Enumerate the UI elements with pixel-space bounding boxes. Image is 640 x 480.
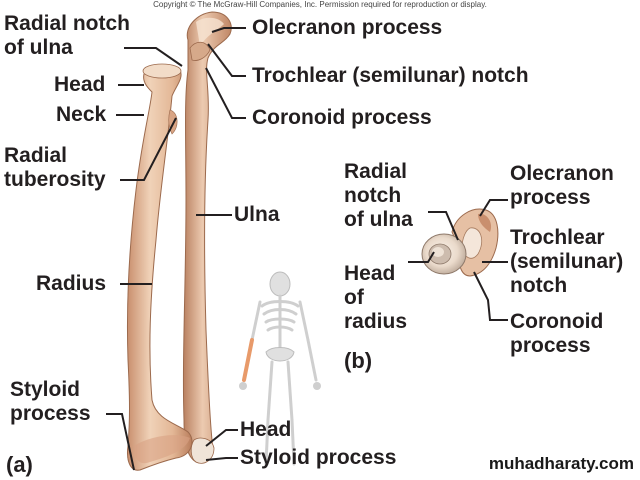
panel-b-leader-lines <box>408 199 508 321</box>
label-styloid-process-radius: Styloid process <box>10 378 91 426</box>
label-styloid-process-ulna: Styloid process <box>240 446 397 469</box>
skeleton-forearm-highlight <box>242 338 254 382</box>
label-line: process <box>510 186 591 209</box>
label-line: Radial notch <box>4 12 131 35</box>
label-line: notch <box>344 184 402 207</box>
label-line: Radial <box>4 144 68 167</box>
panel-b-tag: (b) <box>344 348 373 373</box>
label-line: Coronoid <box>510 310 604 333</box>
panel-a-tag: (a) <box>6 452 33 477</box>
label-line: Trochlear <box>510 226 605 249</box>
label-line: Olecranon <box>510 162 614 185</box>
label-line: Styloid <box>10 378 81 401</box>
label-radial-tuberosity: Radial tuberosity <box>4 144 106 192</box>
skeleton-thumbnail <box>250 271 318 466</box>
radius-bone <box>126 64 193 471</box>
label-line: process <box>10 402 91 425</box>
label-b-olecranon: Olecranon process <box>510 162 614 210</box>
ulna-bone <box>182 11 232 464</box>
label-trochlear-notch: Trochlear (semilunar) notch <box>252 64 529 87</box>
watermark: muhadharaty.com <box>488 454 634 473</box>
label-head-radius: Head <box>54 73 106 96</box>
label-line: (semilunar) <box>510 250 624 273</box>
label-radius: Radius <box>36 272 107 295</box>
label-radial-notch-of-ulna: Radial notch of ulna <box>4 12 130 60</box>
label-line: Radial <box>344 160 408 183</box>
label-b-trochlear: Trochlear (semilunar) notch <box>510 226 623 298</box>
label-b-radial-notch: Radial notch of ulna <box>344 160 413 232</box>
label-line: of ulna <box>4 36 73 59</box>
label-line: radius <box>344 310 408 333</box>
label-head-ulna: Head <box>240 418 292 441</box>
label-line: notch <box>510 274 568 297</box>
label-coronoid-process: Coronoid process <box>252 106 432 129</box>
label-line: Head <box>344 262 396 285</box>
label-b-coronoid: Coronoid process <box>510 310 603 358</box>
label-ulna: Ulna <box>234 203 280 226</box>
panel-b-illustration <box>421 208 499 277</box>
label-olecranon-process: Olecranon process <box>252 16 443 39</box>
leader-lines <box>106 27 246 471</box>
label-line: of <box>344 286 364 309</box>
label-b-head-of-radius: Head of radius <box>344 262 407 334</box>
label-line: tuberosity <box>4 168 106 191</box>
copyright-notice: Copyright © The McGraw-Hill Companies, I… <box>153 0 487 9</box>
label-neck: Neck <box>56 103 107 126</box>
label-line: of ulna <box>344 208 413 231</box>
label-line: process <box>510 334 591 357</box>
